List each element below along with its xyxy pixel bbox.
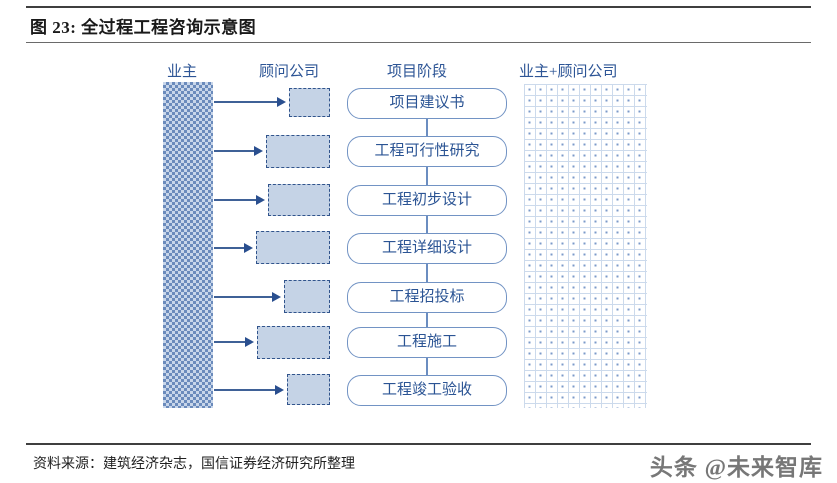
stage-box-project-proposal: 项目建议书	[347, 88, 507, 119]
consultant-box-2	[266, 135, 330, 168]
column-header-consultant: 顾问公司	[259, 64, 320, 80]
column-header-owner: 业主	[167, 64, 198, 80]
arrow-line-5	[214, 296, 273, 298]
arrow-line-6	[214, 341, 246, 343]
column-header-owner-consultant: 业主+顾问公司	[519, 64, 618, 80]
footer-rule	[26, 443, 811, 445]
arrow-head-4	[244, 243, 253, 253]
stage-box-construction: 工程施工	[347, 327, 507, 358]
consultant-box-6	[257, 326, 330, 359]
arrow-head-3	[256, 195, 265, 205]
consultant-box-3	[268, 184, 330, 216]
source-note: 资料来源：建筑经济杂志，国信证券经济研究所整理	[33, 457, 355, 472]
arrow-line-1	[214, 101, 278, 103]
arrow-head-5	[272, 292, 281, 302]
title-rule-bottom	[26, 42, 811, 43]
title-rule-top	[26, 6, 811, 8]
consultant-box-4	[256, 231, 330, 264]
arrow-line-4	[214, 247, 245, 249]
arrow-head-7	[275, 385, 284, 395]
arrow-line-3	[214, 199, 257, 201]
stage-connector-5-6	[426, 313, 428, 327]
stage-box-bidding: 工程招投标	[347, 282, 507, 313]
owner-band	[163, 82, 213, 408]
stage-connector-3-4	[426, 216, 428, 233]
stage-connector-2-3	[426, 167, 428, 185]
consultant-box-7	[287, 374, 330, 405]
stage-box-preliminary-design: 工程初步设计	[347, 185, 507, 216]
arrow-head-1	[277, 97, 286, 107]
consultant-box-1	[289, 88, 330, 117]
stage-connector-1-2	[426, 119, 428, 136]
owner-consultant-band	[524, 84, 647, 408]
stage-connector-6-7	[426, 358, 428, 375]
stage-box-completion-acceptance: 工程竣工验收	[347, 375, 507, 406]
watermark: 头条 @未来智库	[649, 455, 823, 480]
arrow-line-7	[214, 389, 276, 391]
stage-box-detailed-design: 工程详细设计	[347, 233, 507, 264]
column-header-project-stage: 项目阶段	[387, 64, 448, 80]
arrow-line-2	[214, 150, 255, 152]
consultant-box-5	[284, 280, 330, 313]
stage-box-feasibility-study: 工程可行性研究	[347, 136, 507, 167]
arrow-head-2	[254, 146, 263, 156]
arrow-head-6	[245, 337, 254, 347]
figure-title: 图 23: 全过程工程咨询示意图	[30, 18, 257, 37]
stage-connector-4-5	[426, 264, 428, 282]
